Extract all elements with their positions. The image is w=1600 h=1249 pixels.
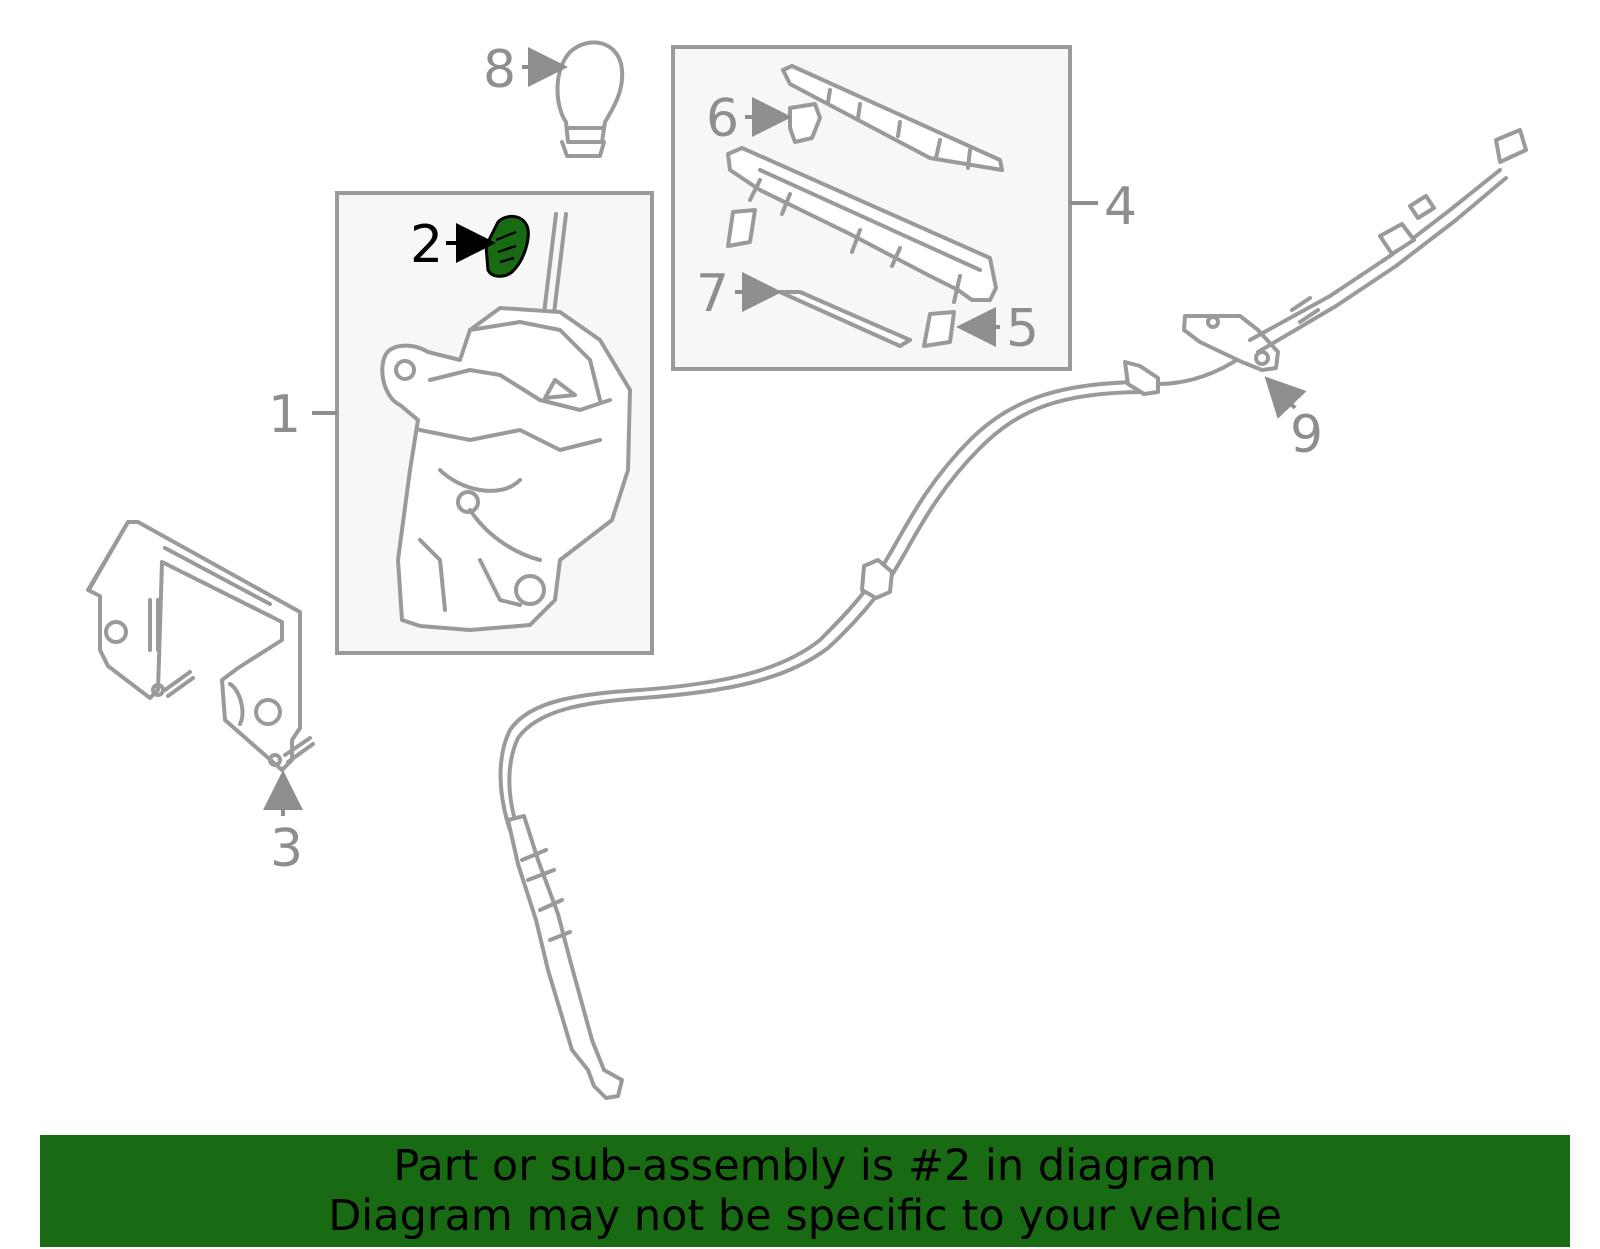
shifter-assembly-part[interactable] bbox=[380, 212, 632, 632]
clip-5-part[interactable] bbox=[922, 310, 956, 348]
callout-7[interactable]: 7 bbox=[696, 264, 729, 324]
callout-6[interactable]: 6 bbox=[706, 89, 739, 149]
info-banner: Part or sub-assembly is #2 in diagram Di… bbox=[40, 1135, 1570, 1247]
callout-1[interactable]: 1 bbox=[268, 385, 301, 445]
strip-7-part[interactable] bbox=[778, 290, 912, 348]
bracket-part[interactable] bbox=[86, 520, 315, 772]
shift-knob-part[interactable] bbox=[555, 40, 625, 158]
callout-3[interactable]: 3 bbox=[270, 819, 303, 879]
banner-line-part: Part or sub-assembly is #2 in diagram bbox=[393, 1141, 1217, 1191]
callout-4[interactable]: 4 bbox=[1104, 177, 1137, 237]
callout-8[interactable]: 8 bbox=[483, 40, 516, 100]
callout-9[interactable]: 9 bbox=[1290, 405, 1323, 465]
trim-panel-part[interactable] bbox=[726, 64, 1004, 304]
shift-cable-part[interactable] bbox=[498, 128, 1528, 1100]
highlighted-part-2[interactable] bbox=[484, 215, 530, 278]
banner-line-disclaimer: Diagram may not be specific to your vehi… bbox=[328, 1191, 1282, 1241]
callout-2[interactable]: 2 bbox=[410, 215, 443, 275]
callout-5[interactable]: 5 bbox=[1006, 299, 1039, 359]
leader-9 bbox=[1264, 376, 1307, 419]
